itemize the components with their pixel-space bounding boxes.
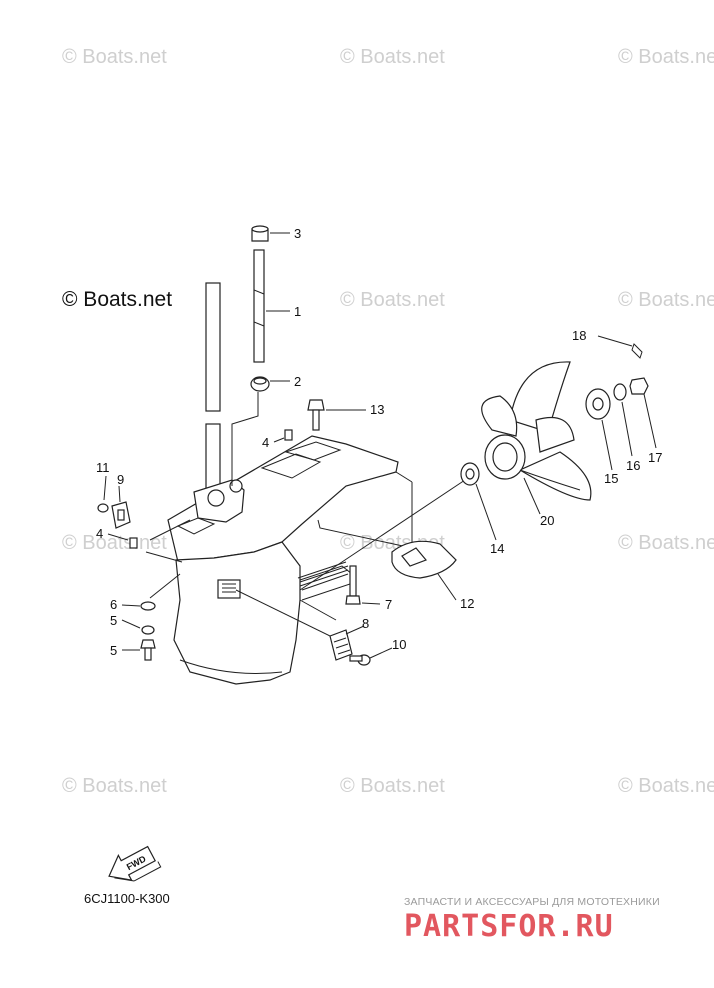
callout-19: 18 <box>572 328 586 343</box>
callout-18: 17 <box>648 450 662 465</box>
callout-12: 11 <box>96 460 110 475</box>
part-17-washer <box>613 383 627 401</box>
callout-1: 1 <box>294 304 301 319</box>
callout-10: 9 <box>117 472 124 487</box>
callout-13: 12 <box>460 596 474 611</box>
part-19-cotter-pin <box>631 343 643 359</box>
part-11-screw <box>349 654 371 666</box>
part-4-dowel-lower <box>129 537 138 549</box>
callout-17: 16 <box>626 458 640 473</box>
part-9-anode <box>329 629 353 661</box>
watermark: © Boats.net <box>340 775 445 797</box>
part-16-spacer <box>585 388 611 420</box>
watermark: © Boats.net <box>618 775 714 797</box>
callout-16: 15 <box>604 471 618 486</box>
part-8-bolt <box>345 565 361 605</box>
watermark: © Boats.net <box>340 289 445 311</box>
watermark: © Boats.net <box>62 46 167 68</box>
diagram-code: 6CJ1100-K300 <box>84 891 170 906</box>
callout-5: 5 <box>110 643 117 658</box>
part-1-tube <box>253 249 265 363</box>
part-10-grommet <box>111 501 131 529</box>
callout-11: 10 <box>392 637 406 652</box>
part-18-nut <box>629 377 649 395</box>
callout-9: 8 <box>362 616 369 631</box>
callout-2: 2 <box>294 374 301 389</box>
callout-4-lower: 4 <box>96 526 103 541</box>
watermark: © Boats.net <box>62 775 167 797</box>
watermarks: © Boats.net © Boats.net © Boats.net © Bo… <box>62 46 714 797</box>
part-20-propeller <box>481 361 592 501</box>
part-2-grommet <box>250 376 270 392</box>
watermark: © Boats.net <box>618 289 714 311</box>
part-13-trim-tab <box>391 540 457 579</box>
callout-4: 4 <box>262 435 269 450</box>
fwd-arrow: FWD <box>108 845 162 882</box>
part-14-bolt <box>307 399 325 431</box>
callout-7: 6 <box>110 597 117 612</box>
leader-lines <box>103 232 657 659</box>
footer-logo: PARTSFOR.RU <box>404 909 614 944</box>
part-15-thrust-washer <box>460 462 480 486</box>
lower-casing <box>167 282 399 685</box>
watermark: © Boats.net <box>618 532 714 554</box>
watermark: © Boats.net <box>618 46 714 68</box>
part-3-bushing <box>251 225 269 242</box>
watermark: © Boats.net <box>340 46 445 68</box>
part-4-dowel <box>284 429 293 441</box>
callout-8: 7 <box>385 597 392 612</box>
guide-lines <box>145 392 469 637</box>
callout-14: 13 <box>370 402 384 417</box>
callout-6: 5 <box>110 613 117 628</box>
callout-15: 14 <box>490 541 504 556</box>
watermark: © Boats.net <box>62 532 167 554</box>
footer-tagline: ЗАПЧАСТИ И АКСЕССУАРЫ ДЛЯ МОТОТЕХНИКИ <box>404 896 660 908</box>
part-12-bolt <box>97 503 109 513</box>
footer-branding: ЗАПЧАСТИ И АКСЕССУАРЫ ДЛЯ МОТОТЕХНИКИ PA… <box>404 896 660 944</box>
callout-labels: 3 1 2 13 4 11 9 4 6 5 5 7 8 10 12 14 20 … <box>96 226 662 658</box>
part-7-washer <box>140 601 156 611</box>
callout-3: 3 <box>294 226 301 241</box>
callout-20: 20 <box>540 513 554 528</box>
part-5-bolt <box>140 639 156 661</box>
part-6-washer <box>141 625 155 635</box>
watermark-featured: © Boats.net <box>62 288 172 311</box>
